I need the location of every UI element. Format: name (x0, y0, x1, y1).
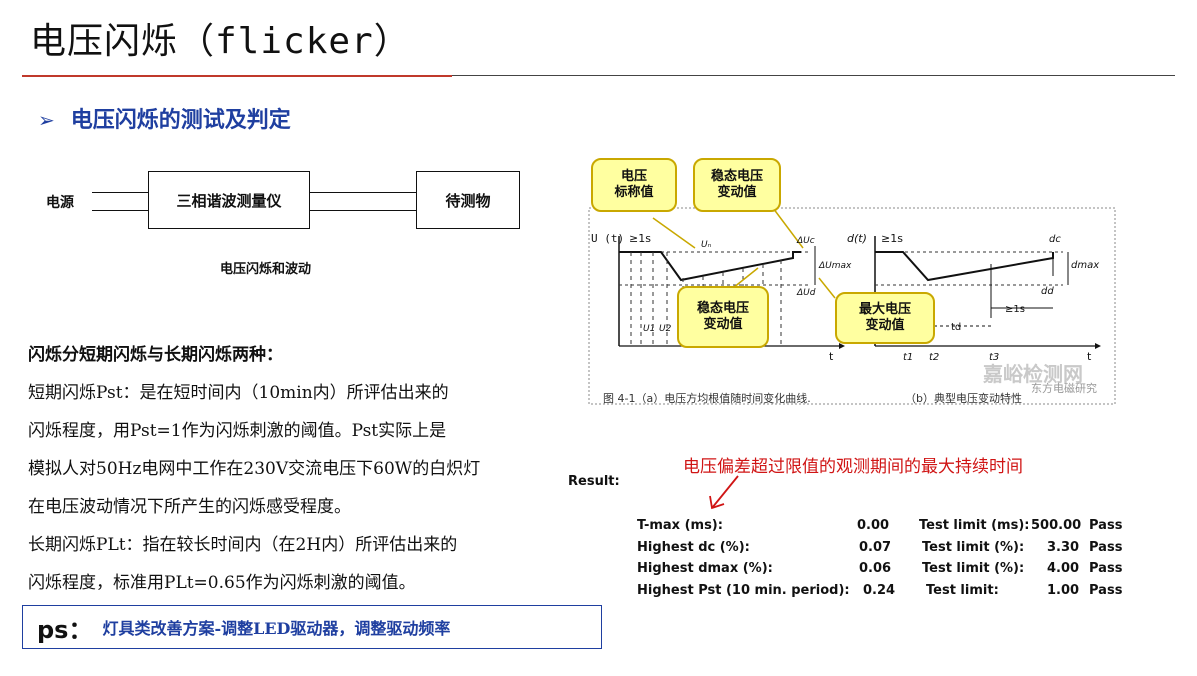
right-axis-label: d(t) (847, 232, 867, 245)
ps-note-box: ps： 灯具类改善方案-调整LED驱动器，调整驱动频率 (22, 605, 602, 649)
arrow-bullet-icon: ➢ (38, 108, 55, 132)
block-diagram: 电源 三相谐波测量仪 待测物 电压闪烁和波动 (40, 160, 530, 280)
callout-nominal-voltage: 电压 标称值 (591, 158, 677, 212)
t1-label: t1 (903, 352, 914, 363)
right-step-label: ≥1s (881, 232, 903, 245)
delta-umax-label: ΔUmax (819, 261, 852, 271)
ps-label: ps： (37, 615, 93, 644)
figure-caption-left: 图 4-1（a）电压方均根值随时间变化曲线. (603, 392, 811, 405)
result-limit-label: Test limit (ms): (919, 518, 1030, 533)
t-left-label: t (829, 350, 834, 363)
text-line: 模拟人对50Hz电网中工作在230V交流电压下60W的白炽灯 (28, 459, 481, 479)
watermark-sub: 东方电磁研究 (1031, 382, 1097, 395)
red-annotation: 电压偏差超过限值的观测期间的最大持续时间 (683, 457, 1023, 477)
t-right-label: t (1087, 350, 1092, 363)
result-label: Result: (568, 474, 620, 489)
section-heading: ➢ 电压闪烁的测试及判定 (38, 102, 291, 134)
dmax-label: dmax (1071, 260, 1100, 271)
text-line: 闪烁程度，用Pst=1作为闪烁刺激的阈值。Pst实际上是 (28, 421, 447, 441)
result-limit-label: Test limit (%): (922, 561, 1025, 576)
title-underline-accent (22, 75, 452, 77)
un-label: Uₙ (701, 240, 712, 250)
result-limit: 1.00 (1047, 583, 1080, 598)
text-line: 闪烁程度，标准用PLt=0.65作为闪烁刺激的阈值。 (28, 573, 416, 593)
diagram-wire (310, 210, 416, 211)
result-status: Pass (1089, 583, 1123, 598)
text-line: 闪烁分短期闪烁与长期闪烁两种： (28, 345, 283, 365)
callout-steady-voltage-top: 稳态电压 变动值 (693, 158, 781, 212)
result-value: 0.24 (863, 583, 896, 598)
result-name: Highest Pst (10 min. period): (637, 583, 850, 598)
result-status: Pass (1089, 561, 1123, 576)
result-limit: 500.00 (1031, 518, 1082, 533)
delta-ud-label: ΔUd (797, 288, 816, 298)
u1-label: U1 (643, 324, 656, 334)
result-limit: 3.30 (1047, 540, 1080, 555)
callout-steady-voltage-bottom: 稳态电压 变动值 (677, 286, 769, 348)
text-line: 短期闪烁Pst：是在短时间内（10min内）所评估出来的 (28, 383, 449, 403)
diagram-instrument-box: 三相谐波测量仪 (148, 171, 310, 229)
t2-label: t2 (929, 352, 940, 363)
result-limit-label: Test limit: (926, 583, 999, 598)
text-line: 长期闪烁PLt：指在较长时间内（在2H内）所评估出来的 (28, 535, 458, 555)
diagram-instrument-label: 三相谐波测量仪 (176, 191, 282, 210)
diagram-wire (310, 192, 416, 193)
u2-label: U2 (659, 324, 672, 334)
result-status: Pass (1089, 540, 1123, 555)
diagram-caption: 电压闪烁和波动 (220, 262, 312, 277)
result-value: 0.06 (859, 561, 892, 576)
dc-label: dc (1049, 234, 1061, 245)
diagram-dut-box: 待测物 (416, 171, 520, 229)
result-status: Pass (1089, 518, 1123, 533)
ge1s-label: ≥1s (1005, 304, 1025, 315)
result-name: T-max (ms): (637, 518, 723, 533)
result-limit-label: Test limit (%): (922, 540, 1025, 555)
left-waveform (619, 251, 801, 282)
delta-uc-label: ΔUc (797, 236, 815, 246)
page-title: 电压闪烁（flicker） (30, 21, 411, 62)
voltage-flicker-figure: U (t) ≥1s d(t) ≥1s Uₙ ΔUc ΔUmax ΔUd dc d… (583, 148, 1118, 406)
left-axis-label: U (t) (591, 232, 625, 245)
text-line: 在电压波动情况下所产生的闪烁感受程度。 (28, 497, 351, 517)
diagram-wire (92, 192, 148, 193)
callout-max-voltage: 最大电压 变动值 (835, 292, 935, 344)
result-name: Highest dc (%): (637, 540, 750, 555)
diagram-power-source-label: 电源 (46, 195, 74, 211)
title-underline (452, 75, 1175, 76)
ps-text: 灯具类改善方案-调整LED驱动器，调整驱动频率 (102, 619, 451, 638)
figure-caption-right: （b）典型电压变动特性 (905, 392, 1022, 405)
section-heading-text: 电压闪烁的测试及判定 (70, 108, 291, 133)
dd-label: dd (1041, 286, 1054, 297)
result-value: 0.07 (859, 540, 892, 555)
left-step-label: ≥1s (629, 232, 651, 245)
diagram-dut-label: 待测物 (445, 191, 491, 210)
result-value: 0.00 (857, 518, 890, 533)
annotation-arrow-icon (709, 475, 739, 510)
t3-label: t3 (989, 352, 1000, 363)
diagram-wire (92, 210, 148, 211)
watermark-logo: 嘉峪检测网 (983, 362, 1083, 386)
result-name: Highest dmax (%): (637, 561, 773, 576)
result-limit: 4.00 (1047, 561, 1080, 576)
td-label: td (951, 322, 962, 333)
